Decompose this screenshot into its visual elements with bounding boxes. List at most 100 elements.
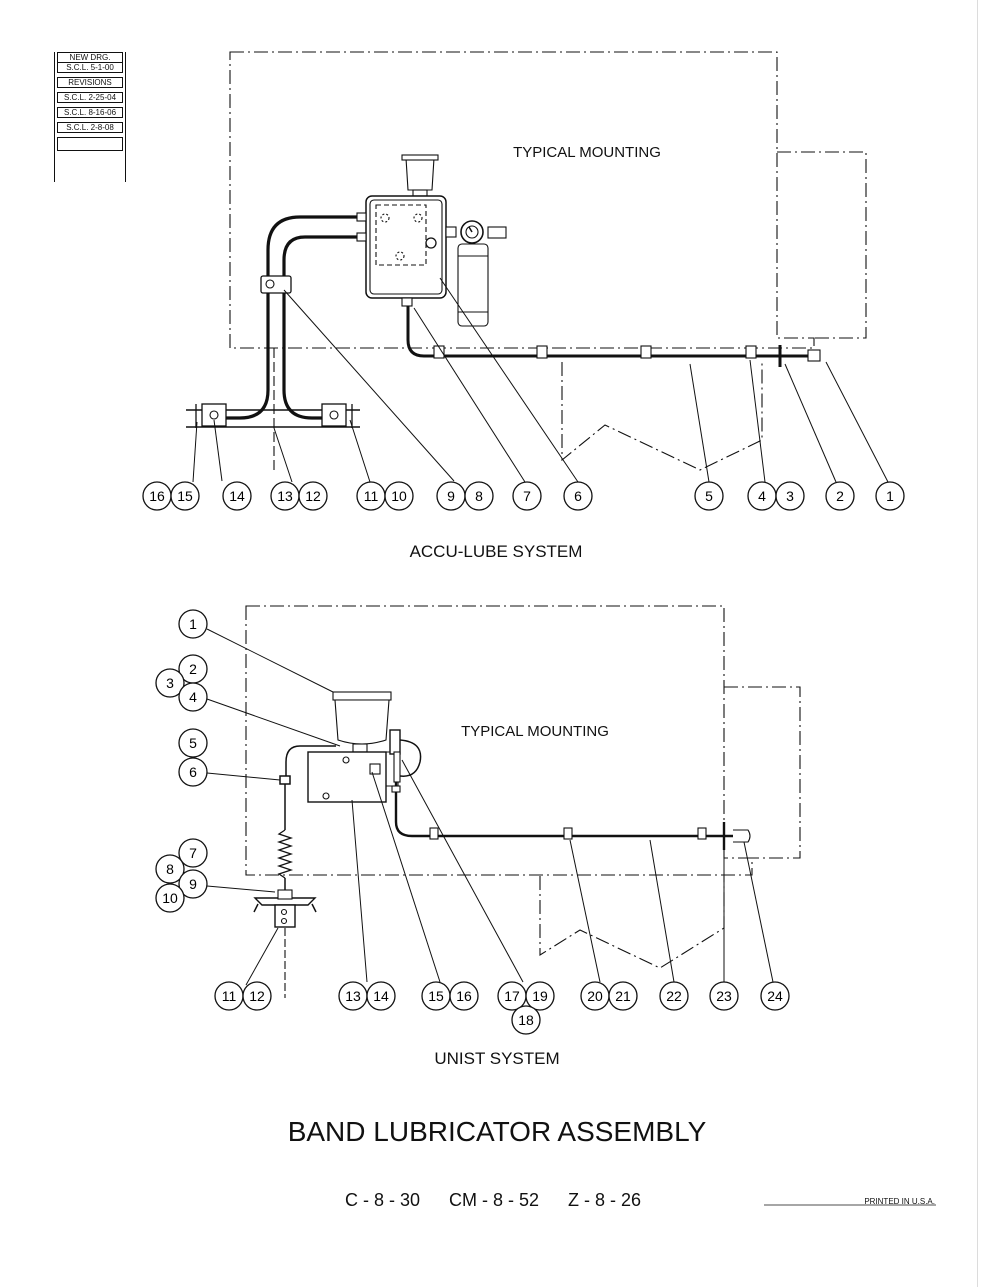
- callout-14: 14: [222, 481, 252, 511]
- revision-block: NEW DRG. S.C.L. 5-1-00 REVISIONS S.C.L. …: [54, 52, 126, 182]
- callout-13-12: 13 12: [270, 481, 328, 511]
- callout-number: 16: [149, 488, 165, 504]
- callout-number: 19: [532, 988, 548, 1004]
- accu-lube-caption: ACCU-LUBE SYSTEM: [410, 542, 583, 561]
- callout-number: 11: [222, 988, 237, 1004]
- callout-number: 7: [523, 488, 531, 504]
- unist-diagram: TYPICAL MOUNTING: [206, 605, 801, 998]
- callout-1: 1: [875, 481, 905, 511]
- callout-number: 12: [305, 488, 321, 504]
- unist-left-callouts: 1 2 3 4 5 6 7: [155, 609, 208, 913]
- revision-entry: S.C.L. 8-16-06: [57, 107, 123, 118]
- callout-number: 24: [767, 988, 783, 1004]
- callout-number: 12: [249, 988, 265, 1004]
- callout-4: 4: [178, 682, 208, 712]
- callout-number: 1: [886, 488, 894, 504]
- callout-10: 10: [155, 883, 185, 913]
- callout-number: 2: [836, 488, 844, 504]
- callout-18: 18: [511, 1005, 541, 1035]
- accu-lube-mounting-label: TYPICAL MOUNTING: [513, 144, 661, 161]
- unist-mounting-label: TYPICAL MOUNTING: [461, 723, 609, 740]
- callout-number: 9: [189, 876, 197, 892]
- callout-16-15: 16 15: [142, 481, 200, 511]
- callout-number: 20: [587, 988, 603, 1004]
- revision-entry: S.C.L. 2-25-04: [57, 92, 123, 103]
- callout-9-8: 9 8: [436, 481, 494, 511]
- unist-caption: UNIST SYSTEM: [434, 1049, 559, 1068]
- unist-leader-lines: [206, 628, 774, 986]
- callout-number: 1: [189, 616, 197, 632]
- callout-1: 1: [178, 609, 208, 639]
- accu-lube-clamp-bolt: [265, 279, 275, 289]
- callout-4-3: 4 3: [747, 481, 805, 511]
- model-number: Z - 8 - 26: [568, 1190, 641, 1210]
- callout-number: 8: [166, 861, 174, 877]
- callout-11-12: 11 12: [214, 981, 272, 1011]
- callout-number: 4: [189, 689, 197, 705]
- callout-7: 7: [512, 481, 542, 511]
- accu-lube-air-regulator: [445, 220, 507, 327]
- callout-number: 3: [786, 488, 794, 504]
- revision-entry-blank: [57, 137, 123, 151]
- page-edge: [977, 0, 978, 1287]
- callout-number: 14: [229, 488, 245, 504]
- callout-17-19: 17 19: [497, 981, 555, 1011]
- callout-number: 8: [475, 488, 483, 504]
- callout-9: 9: [178, 869, 208, 899]
- callout-24: 24: [760, 981, 790, 1011]
- callout-number: 3: [166, 675, 174, 691]
- callout-7: 7: [178, 838, 208, 868]
- revision-entry: S.C.L. 2-8-08: [57, 122, 123, 133]
- callout-23: 23: [709, 981, 739, 1011]
- callout-6: 6: [563, 481, 593, 511]
- callout-number: 17: [504, 988, 520, 1004]
- callout-number: 23: [716, 988, 732, 1004]
- callout-13-14: 13 14: [338, 981, 396, 1011]
- callout-6: 6: [178, 757, 208, 787]
- callout-number: 15: [428, 988, 444, 1004]
- callout-3: 3: [155, 668, 185, 698]
- callout-number: 4: [758, 488, 766, 504]
- accu-lube-diagram: TYPICAL MOUNTING: [186, 51, 889, 483]
- accu-lube-pump-body: [356, 195, 447, 307]
- unist-supply-line: [391, 782, 751, 850]
- unist-pump-body: [307, 729, 401, 803]
- drawing-title: BAND LUBRICATOR ASSEMBLY: [288, 1116, 707, 1147]
- model-number: C - 8 - 30: [345, 1190, 420, 1210]
- callout-number: 18: [518, 1012, 534, 1028]
- printed-in-usa: PRINTED IN U.S.A.: [864, 1197, 935, 1206]
- model-number: CM - 8 - 52: [449, 1190, 539, 1210]
- callout-20-21: 20 21: [580, 981, 638, 1011]
- callout-22: 22: [659, 981, 689, 1011]
- callout-number: 9: [447, 488, 455, 504]
- callout-8: 8: [155, 854, 185, 884]
- unist-nozzle-block: [253, 889, 317, 998]
- accu-lube-applicator-bar: [186, 348, 360, 470]
- callout-number: 5: [705, 488, 713, 504]
- callout-number: 2: [189, 661, 197, 677]
- unist-air-line: [399, 739, 422, 777]
- callout-2: 2: [825, 481, 855, 511]
- callout-5: 5: [178, 728, 208, 758]
- accu-lube-callouts: 16 15 14 13 12 11 10 9 8: [142, 481, 905, 511]
- accu-lube-leader-lines: [192, 277, 889, 483]
- callout-15-16: 15 16: [421, 981, 479, 1011]
- accu-lube-supply-line: [406, 306, 821, 367]
- unist-bottom-callouts: 11 12 13 14 15 16 17 19 18: [214, 981, 790, 1035]
- callout-number: 11: [364, 488, 379, 504]
- new-drawing-date: S.C.L. 5-1-00: [57, 62, 123, 73]
- callout-5: 5: [694, 481, 724, 511]
- callout-number: 14: [373, 988, 389, 1004]
- callout-number: 5: [189, 735, 197, 751]
- callout-11-10: 11 10: [356, 481, 414, 511]
- callout-number: 13: [277, 488, 293, 504]
- callout-number: 7: [189, 845, 197, 861]
- accu-lube-reservoir: [401, 154, 439, 197]
- callout-number: 21: [615, 988, 631, 1004]
- callout-number: 16: [456, 988, 472, 1004]
- callout-number: 6: [574, 488, 582, 504]
- callout-number: 13: [345, 988, 361, 1004]
- callout-number: 6: [189, 764, 197, 780]
- revisions-label: REVISIONS: [57, 77, 123, 88]
